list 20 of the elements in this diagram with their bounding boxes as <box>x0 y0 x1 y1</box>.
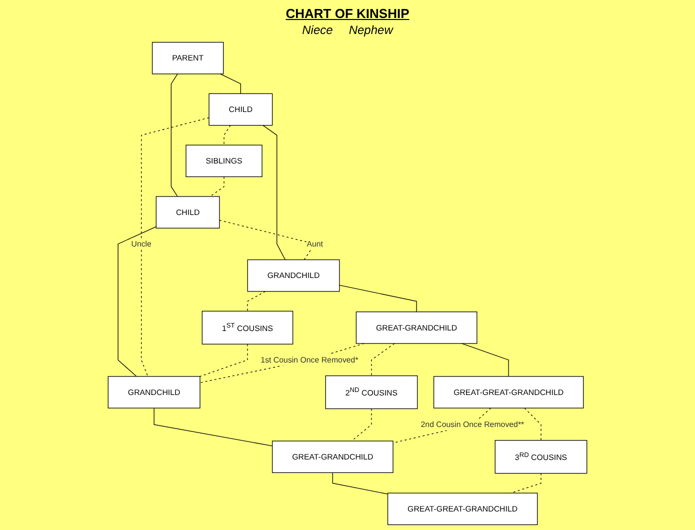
connector <box>247 291 266 312</box>
connector <box>524 408 542 441</box>
connector <box>210 176 224 197</box>
connector <box>339 284 417 312</box>
connector <box>118 226 157 377</box>
relation-label: Niece <box>302 23 333 37</box>
connector <box>220 74 241 94</box>
chart-title: CHART OF KINSHIP <box>286 6 410 21</box>
connector <box>200 344 248 377</box>
connector <box>154 408 273 446</box>
connector <box>332 472 388 494</box>
connector <box>224 125 231 146</box>
connector <box>262 125 286 260</box>
relation-label: Nephew <box>348 23 393 37</box>
connector <box>461 343 509 377</box>
connector <box>351 408 372 442</box>
connector <box>371 343 395 376</box>
connector <box>170 74 178 197</box>
connector <box>141 117 210 377</box>
connector <box>510 473 542 494</box>
